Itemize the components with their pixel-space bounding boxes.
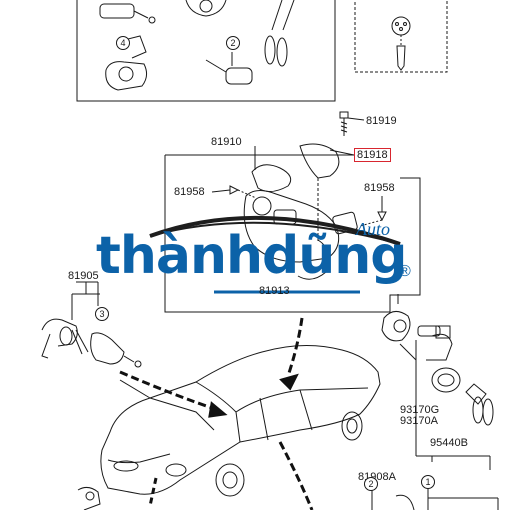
part-label-93170g: 93170G <box>400 404 440 416</box>
pointer-arrows <box>119 317 314 510</box>
part-label-81958-left: 81958 <box>174 186 205 198</box>
callout-2-bottom: 2 <box>364 477 378 491</box>
callout-3: 3 <box>95 307 109 321</box>
screw-81958-left <box>211 185 257 199</box>
lock-group-bottom-left <box>77 486 101 510</box>
lock-cylinder-small-top <box>205 52 253 85</box>
keys-top <box>264 0 295 67</box>
trunk-lock-cylinder-top <box>105 35 148 91</box>
assembly-frame <box>164 155 421 313</box>
key-blank-icon <box>391 16 411 71</box>
car-outline <box>100 345 381 497</box>
callout-2-top: 2 <box>226 36 240 50</box>
watermark-registered-icon: ® <box>399 263 411 280</box>
callout-1: 1 <box>421 475 435 489</box>
part-label-81958-right: 81958 <box>364 182 395 194</box>
callout-4: 4 <box>116 36 130 50</box>
part-label-81905: 81905 <box>68 270 99 282</box>
watermark-swoosh <box>149 215 401 246</box>
ignition-cylinder-top <box>185 0 227 17</box>
part-label-81913: 81913 <box>259 285 290 297</box>
lock-set-frame <box>76 0 336 102</box>
key-blank-frame <box>354 0 448 73</box>
ignition-switch-group <box>371 294 499 510</box>
door-lock-group-left <box>41 281 142 368</box>
screw-81958-right <box>359 196 387 227</box>
watermark-auto: Auto <box>356 219 390 239</box>
part-label-81910: 81910 <box>211 136 242 148</box>
part-label-95440b: 95440B <box>430 437 468 449</box>
part-label-81918: 81918 <box>354 148 391 162</box>
bolt-81919 <box>339 111 365 136</box>
part-label-93170a: 93170A <box>400 415 438 427</box>
part-label-81919: 81919 <box>366 115 397 127</box>
door-lock-cylinder-top <box>99 3 156 24</box>
watermark-brand: thànhdũng <box>96 226 407 286</box>
